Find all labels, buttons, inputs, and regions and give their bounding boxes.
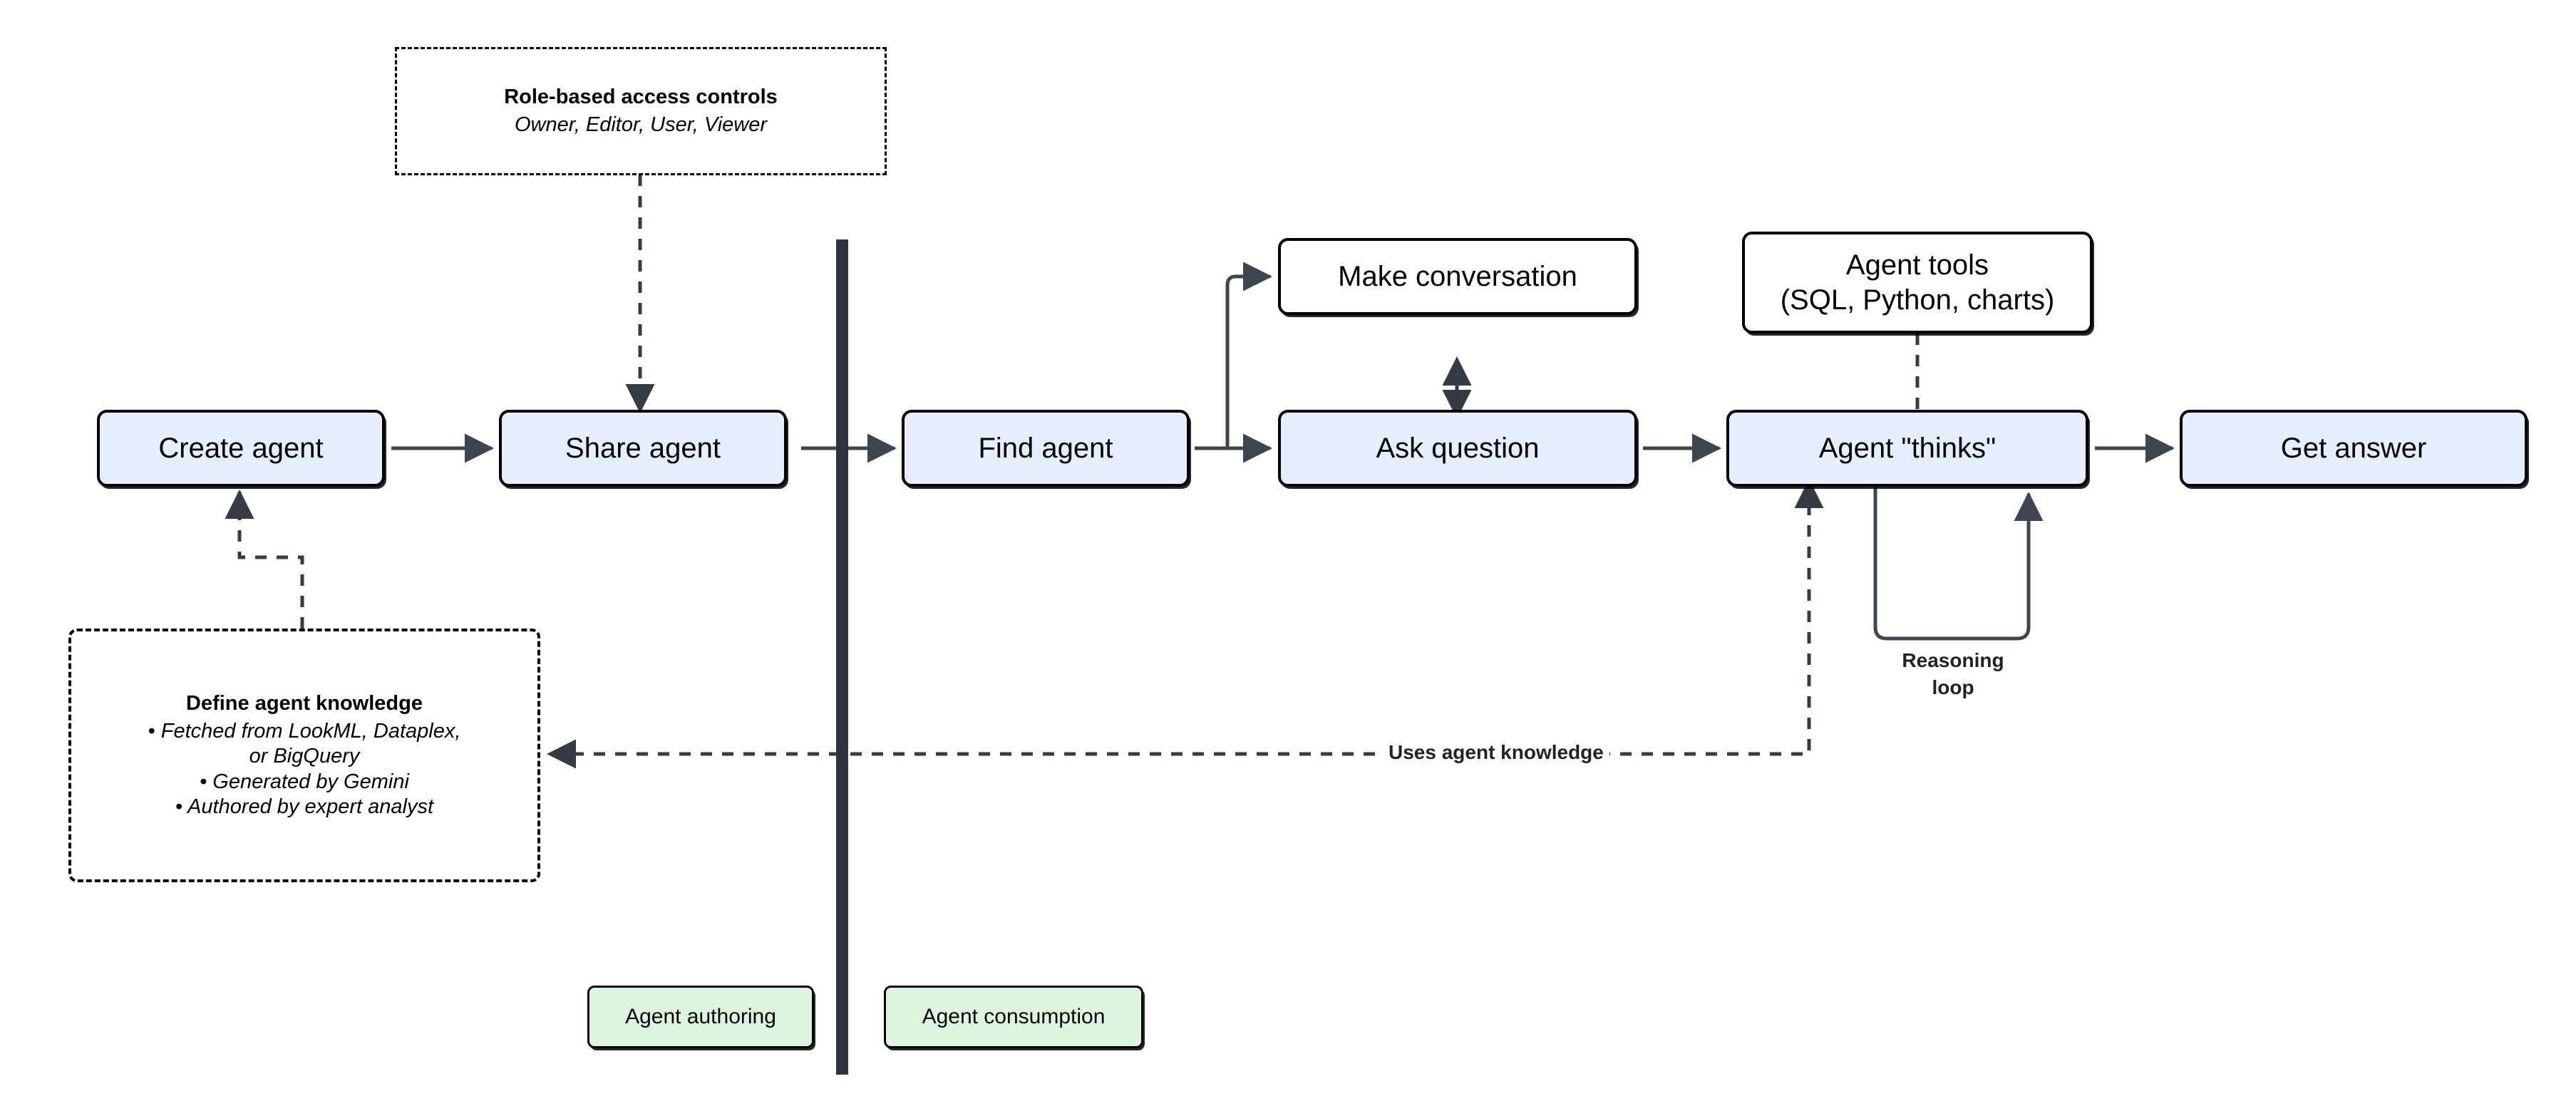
label-reasoning-loop-line1: Reasoning [1902, 649, 2004, 671]
wire-knowledge-to-create-agent [225, 489, 304, 629]
note-knowledge-bullet-1-cont: or BigQuery [249, 745, 360, 768]
label-uses-agent-knowledge: Uses agent knowledge [1383, 741, 1609, 764]
wire-reasoning-loop [1873, 481, 2044, 641]
node-create-agent-label: Create agent [158, 432, 324, 464]
note-knowledge-bullet-2: • Generated by Gemini [200, 770, 409, 793]
node-get-answer[interactable]: Get answer [2180, 410, 2528, 487]
note-knowledge-bullets: • Fetched from LookML, Dataplex, or BigQ… [148, 719, 461, 820]
note-knowledge-title: Define agent knowledge [186, 691, 423, 715]
node-get-answer-label: Get answer [2280, 432, 2427, 464]
note-knowledge-bullet-3: • Authored by expert analyst [175, 795, 434, 819]
node-agent-tools-label-line2: (SQL, Python, charts) [1780, 284, 2055, 316]
note-rbac-subtitle: Owner, Editor, User, Viewer [514, 113, 768, 136]
label-reasoning-loop: Reasoning loop [1853, 647, 2053, 701]
node-ask-question[interactable]: Ask question [1278, 410, 1637, 487]
node-ask-question-label: Ask question [1376, 432, 1540, 464]
phase-divider [836, 239, 848, 1075]
node-find-agent[interactable]: Find agent [902, 410, 1190, 487]
note-knowledge-bullet-1: • Fetched from LookML, Dataplex, [148, 719, 461, 743]
note-agent-knowledge: Define agent knowledge • Fetched from Lo… [68, 629, 540, 882]
node-agent-tools[interactable]: Agent tools (SQL, Python, charts) [1742, 232, 2093, 334]
node-share-agent-label: Share agent [565, 432, 721, 464]
node-find-agent-label: Find agent [978, 432, 1113, 464]
node-create-agent[interactable]: Create agent [97, 410, 385, 487]
label-reasoning-loop-line2: loop [1932, 676, 1974, 698]
node-agent-tools-label-line1: Agent tools [1845, 249, 1989, 281]
wire-uses-agent-knowledge [546, 479, 1824, 769]
node-agent-thinks-label: Agent "thinks" [1818, 432, 1997, 464]
legend-agent-consumption-label: Agent consumption [922, 1004, 1106, 1028]
note-rbac: Role-based access controls Owner, Editor… [395, 47, 887, 175]
node-share-agent[interactable]: Share agent [499, 410, 787, 487]
node-make-conversation[interactable]: Make conversation [1278, 238, 1637, 315]
note-rbac-title: Role-based access controls [504, 85, 778, 108]
wire-find-to-make-conversation [1225, 262, 1273, 448]
legend-agent-authoring-label: Agent authoring [625, 1004, 776, 1028]
legend-agent-consumption[interactable]: Agent consumption [884, 986, 1143, 1048]
node-make-conversation-label: Make conversation [1338, 260, 1577, 292]
node-agent-thinks[interactable]: Agent "thinks" [1726, 410, 2088, 487]
legend-agent-authoring[interactable]: Agent authoring [587, 986, 814, 1048]
